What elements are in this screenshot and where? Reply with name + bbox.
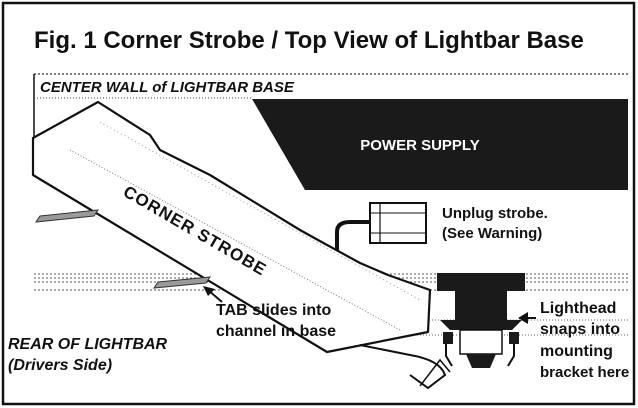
lighthead-lens-outline xyxy=(359,344,447,390)
bracket-top-bar xyxy=(437,273,525,291)
bracket-clip-tip xyxy=(466,354,496,368)
strobe-plug xyxy=(369,202,427,244)
bracket-left-tab xyxy=(443,332,453,344)
tab-note-line1: TAB slides into xyxy=(216,302,331,319)
corner-strobe-body xyxy=(31,100,432,354)
bracket-right-leg xyxy=(507,344,515,367)
bracket-lip xyxy=(440,320,522,330)
unplug-note-line1: Unplug strobe. xyxy=(442,205,548,222)
lighthead-note-line4: bracket here xyxy=(540,364,629,381)
strobe-cable xyxy=(335,220,370,268)
power-supply-label: POWER SUPPLY xyxy=(360,137,479,154)
lighthead-note-line3: mounting xyxy=(540,343,613,360)
lighthead-note-line1: Lighthead xyxy=(540,300,616,317)
lighthead-arrow-head xyxy=(518,312,528,324)
tab-upper xyxy=(34,209,100,223)
center-wall-label: CENTER WALL of LIGHTBAR BASE xyxy=(40,79,295,96)
tab-note-line2: channel in base xyxy=(216,323,336,340)
unplug-note-line2: (See Warning) xyxy=(442,225,542,242)
rear-label-line2: (Drivers Side) xyxy=(8,357,112,374)
rear-label-line1: REAR OF LIGHTBAR xyxy=(8,336,168,353)
power-supply-block xyxy=(252,99,628,190)
bracket-left-leg xyxy=(445,344,453,367)
tab-lower xyxy=(153,276,211,289)
lighthead-lens-line xyxy=(419,358,451,387)
tab-arrow-head xyxy=(203,286,215,296)
bracket-body xyxy=(455,291,507,321)
bracket-right-tab xyxy=(509,332,519,344)
figure-title: Fig. 1 Corner Strobe / Top View of Light… xyxy=(34,27,584,54)
bracket-clip-center xyxy=(459,329,503,355)
lighthead-note-line2: snaps into xyxy=(540,321,620,338)
